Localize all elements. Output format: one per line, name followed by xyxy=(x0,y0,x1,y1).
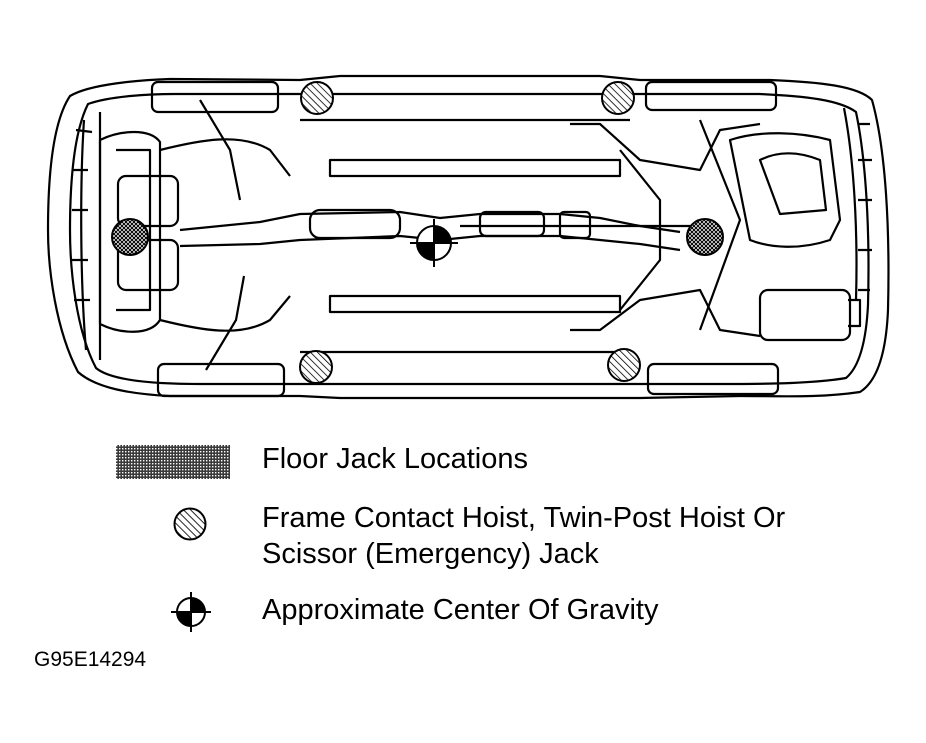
floor-jack-swatch-icon xyxy=(116,445,230,479)
vehicle-underside-diagram xyxy=(46,74,890,400)
floor-jack-marker-front xyxy=(686,218,724,256)
vehicle-body xyxy=(46,74,890,400)
hoist-point-marker xyxy=(299,350,333,384)
floor-jack-marker-rear xyxy=(111,218,149,256)
hoist-point-swatch-icon xyxy=(173,507,207,541)
hoist-point-marker xyxy=(607,348,641,382)
center-gravity-label: Approximate Center Of Gravity xyxy=(262,594,659,626)
center-of-gravity-marker xyxy=(410,219,458,267)
hoist-point-markers xyxy=(299,81,641,384)
frame-contact-label: Frame Contact Hoist, Twin-Post Hoist Or … xyxy=(262,502,786,570)
hoist-point-marker xyxy=(300,81,334,115)
center-of-gravity-swatch-icon xyxy=(171,592,211,632)
floor-jack-markers xyxy=(111,218,724,256)
figure-code: G95E14294 xyxy=(34,648,147,671)
floor-jack-label: Floor Jack Locations xyxy=(262,443,528,475)
hoist-point-marker xyxy=(601,81,635,115)
